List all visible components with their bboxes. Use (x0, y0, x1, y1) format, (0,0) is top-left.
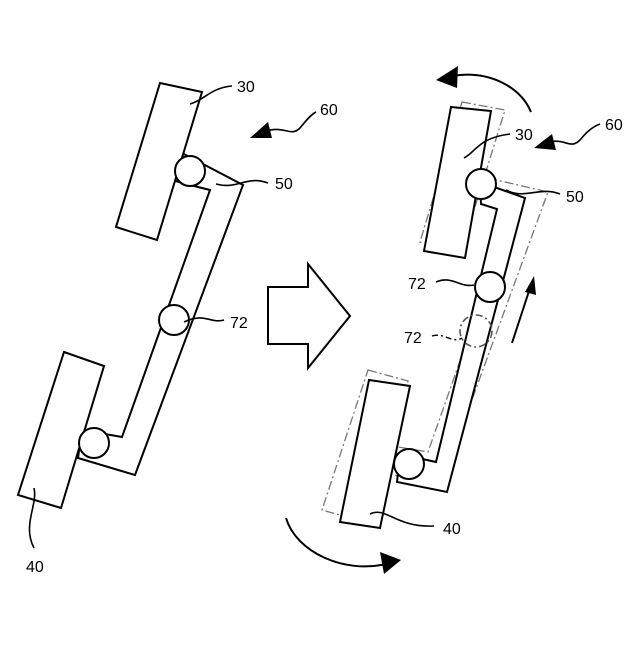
slide-arrow-head-icon (525, 276, 536, 295)
label-50-right: 50 (566, 189, 584, 206)
lower-pivot-rotated (394, 449, 424, 479)
arrow-60-wavy-right (548, 124, 600, 144)
rotation-arrow-bottom-head-icon (380, 552, 401, 574)
label-72: 72 (230, 315, 248, 332)
label-30-right: 30 (515, 127, 533, 144)
transition-arrow-icon (268, 264, 350, 368)
leader-line-72-right (436, 280, 474, 286)
upper-pivot (175, 156, 205, 186)
middle-pivot-72-rotated (475, 272, 505, 302)
right-assembly (340, 107, 525, 528)
middle-pivot-72 (159, 305, 189, 335)
arrow-60-head-icon (250, 122, 272, 138)
leader-line-50-right (506, 190, 560, 194)
rotation-arrow-top-head-icon (436, 66, 458, 88)
upper-pivot-rotated (466, 169, 496, 199)
label-72-ghost: 72 (404, 330, 422, 347)
leader-line-72-ghost (432, 335, 462, 340)
label-40: 40 (26, 559, 44, 576)
rotation-arrow-top (452, 75, 531, 112)
label-50: 50 (275, 176, 293, 193)
left-assembly (18, 83, 243, 508)
label-60: 60 (320, 102, 338, 119)
arrow-60-head-right-icon (534, 134, 556, 150)
slide-arrow-line (512, 285, 531, 343)
label-30: 30 (237, 79, 255, 96)
arrow-60-wavy (264, 112, 316, 132)
label-60-right: 60 (605, 117, 623, 134)
label-40-right: 40 (443, 521, 461, 538)
lower-pivot (79, 428, 109, 458)
label-72-right: 72 (408, 276, 426, 293)
